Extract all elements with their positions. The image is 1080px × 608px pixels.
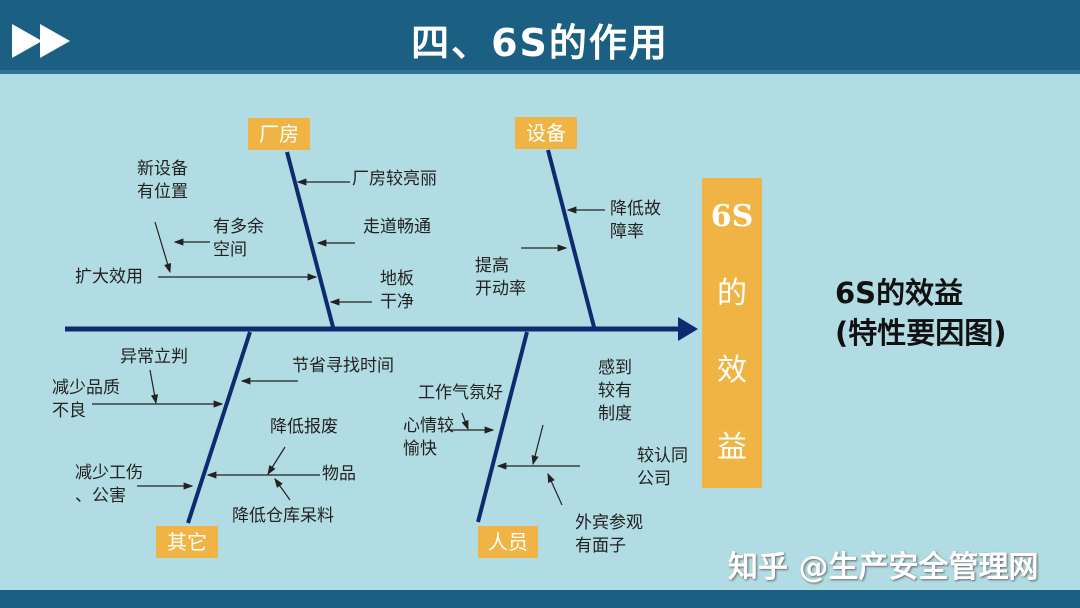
bone-factory bbox=[285, 151, 335, 328]
cause: 心情较 愉快 bbox=[403, 416, 454, 459]
result-title: 6S的效益 bbox=[835, 276, 964, 310]
cause: 物品 bbox=[322, 464, 356, 484]
cause: 提高 开动率 bbox=[475, 256, 526, 299]
cause: 外宾参观 有面子 bbox=[575, 513, 643, 556]
cause: 有多余 空间 bbox=[213, 217, 264, 260]
bone-equipment bbox=[546, 149, 596, 328]
category-people: 人员 bbox=[478, 526, 538, 558]
effect-char: 6S bbox=[710, 199, 754, 234]
footer-bar bbox=[0, 590, 1080, 608]
effect-char: 的 bbox=[717, 276, 747, 311]
spine-arrowhead bbox=[678, 317, 698, 341]
cause: 降低仓库呆料 bbox=[232, 506, 334, 526]
header-bar bbox=[0, 0, 1080, 74]
fast-forward-icon bbox=[12, 24, 70, 58]
category-equipment: 设备 bbox=[515, 117, 577, 149]
cause: 异常立判 bbox=[120, 347, 188, 367]
cause: 地板 干净 bbox=[380, 269, 414, 312]
category-factory: 厂房 bbox=[248, 118, 310, 150]
cause: 厂房较亮丽 bbox=[352, 169, 437, 189]
cause-arrows bbox=[92, 178, 605, 506]
cause: 扩大效用 bbox=[75, 267, 143, 287]
cause: 工作气氛好 bbox=[418, 383, 503, 403]
page-title: 四、6S的作用 bbox=[411, 21, 669, 65]
bone-other bbox=[186, 331, 252, 524]
effect-box: 6S 的 效 益 bbox=[702, 178, 762, 488]
cause: 节省寻找时间 bbox=[292, 356, 394, 376]
cause: 降低报废 bbox=[270, 417, 338, 437]
cause: 减少工伤 、公害 bbox=[75, 463, 143, 506]
cause: 新设备 有位置 bbox=[137, 159, 188, 202]
category-other: 其它 bbox=[156, 526, 218, 558]
effect-char: 益 bbox=[717, 430, 747, 465]
cause: 感到 较有 制度 bbox=[598, 358, 632, 424]
cause: 走道畅通 bbox=[363, 217, 431, 237]
result-subtitle: (特性要因图) bbox=[835, 316, 1007, 350]
cause: 减少品质 不良 bbox=[52, 378, 120, 421]
effect-char: 效 bbox=[717, 353, 747, 388]
cause: 降低故 障率 bbox=[610, 199, 661, 242]
bone-people bbox=[476, 331, 529, 523]
cause: 较认同 公司 bbox=[637, 446, 688, 489]
watermark: 知乎 @生产安全管理网 bbox=[728, 550, 1039, 585]
